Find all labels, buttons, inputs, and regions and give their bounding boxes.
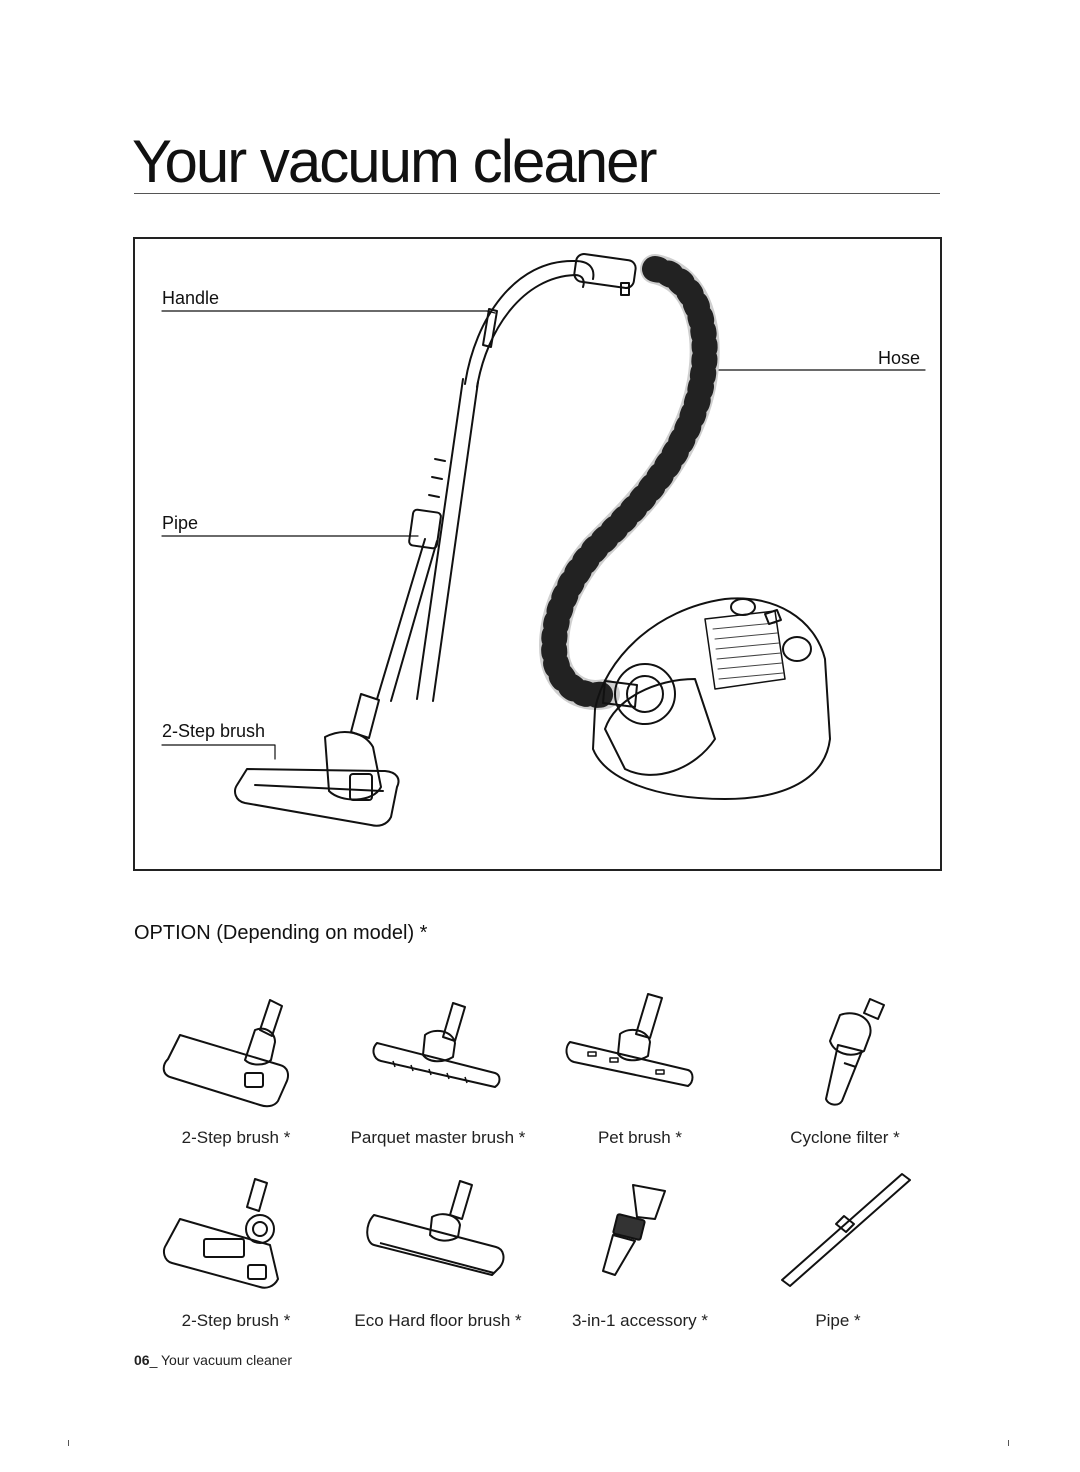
option-heading: OPTION (Depending on model) * <box>134 922 428 944</box>
handle-label: Handle <box>162 288 220 308</box>
accessory-label: 3-in-1 accessory * <box>571 1311 709 1330</box>
pipe-graphic <box>376 378 479 702</box>
crop-mark <box>1008 1440 1009 1446</box>
hose-graphic <box>539 254 720 710</box>
accessory-hard-floor-brush <box>325 1175 545 1285</box>
hose-label: Hose <box>878 348 921 368</box>
crop-mark <box>68 1440 69 1446</box>
pipe-icon <box>781 1173 911 1287</box>
canister-body-graphic <box>592 597 831 800</box>
step-brush-label: 2-Step brush <box>162 721 266 741</box>
accessory-label: Pipe * <box>815 1311 861 1330</box>
accessory-cyclone-filter <box>740 995 960 1107</box>
cyclone-filter-icon <box>825 998 885 1106</box>
accessory-label: Cyclone filter * <box>790 1128 900 1147</box>
vacuum-illustration <box>161 252 926 827</box>
pipe-label: Pipe <box>162 513 199 533</box>
two-step-brush-icon <box>162 999 289 1108</box>
turbo-brush-icon <box>163 1178 279 1289</box>
accessory-pet-brush <box>520 990 740 1090</box>
title-divider <box>134 193 940 194</box>
accessory-label: 2-Step brush * <box>181 1311 291 1330</box>
floor-brush-graphic <box>234 693 400 827</box>
accessory-label: Pet brush * <box>597 1128 683 1147</box>
accessory-label: Eco Hard floor brush * <box>354 1311 522 1330</box>
accessory-turbo-brush <box>120 1175 340 1295</box>
accessory-pipe <box>738 1172 958 1292</box>
pet-brush-icon <box>565 993 694 1087</box>
page-footer: 06_ Your vacuum cleaner <box>134 1352 292 1368</box>
accessory-label: 2-Step brush * <box>181 1128 291 1147</box>
accessory-two-step-brush <box>120 995 340 1110</box>
accessory-label: Parquet master brush * <box>350 1128 526 1147</box>
accessory-three-in-one <box>525 1175 745 1285</box>
accessory-parquet-brush <box>325 995 545 1095</box>
page-title: Your vacuum cleaner <box>132 128 657 195</box>
parquet-brush-icon <box>372 1002 501 1088</box>
vacuum-diagram: Handle Hose Pipe 2-Step brush <box>133 237 942 871</box>
three-in-one-accessory-icon <box>602 1184 666 1276</box>
brush-callout-line <box>161 744 276 760</box>
footer-section-title: _ Your vacuum cleaner <box>149 1352 293 1368</box>
hard-floor-brush-icon <box>366 1180 505 1276</box>
page-number: 06 <box>134 1352 150 1368</box>
handle-graphic <box>464 252 637 388</box>
